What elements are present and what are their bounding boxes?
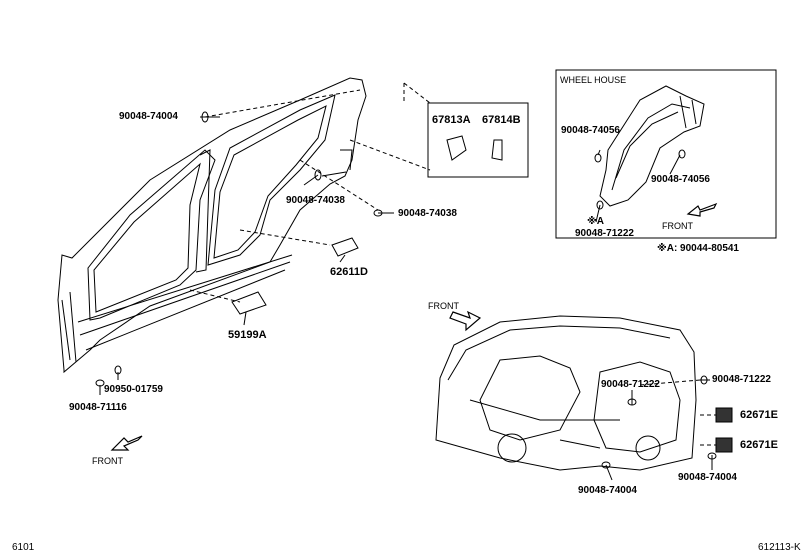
part-label-62611d[interactable]: 62611D: [330, 266, 368, 278]
pad-62671e-b: [715, 437, 733, 453]
part-label-90048-71222-inset[interactable]: 90048-71222: [575, 228, 634, 239]
inset-title: WHEEL HOUSE: [560, 75, 627, 85]
side-panel-drawing: [57, 77, 367, 374]
part-label-59199a[interactable]: 59199A: [228, 329, 267, 341]
part-67813a-shape: [446, 135, 467, 161]
front-arrow-inset-icon: [686, 202, 718, 217]
part-label-90048-74038-b[interactable]: 90048-74038: [398, 208, 457, 219]
part-67814b-shape: [491, 139, 503, 161]
pad-62611d: [331, 237, 359, 257]
part-label-90048-74056-a[interactable]: 90048-74056: [561, 125, 620, 136]
inset-note: ※A: 90044-80541: [657, 243, 739, 254]
footer-left-code: 6101: [12, 542, 35, 553]
part-label-90950-01759[interactable]: 90950-01759: [104, 384, 163, 395]
part-label-62671e-a[interactable]: 62671E: [740, 409, 778, 421]
sub-parts-box: [427, 102, 529, 178]
front-arrow-left-icon: [110, 435, 143, 451]
leader-lines: [99, 116, 713, 481]
front-label-mid: FRONT: [428, 301, 459, 311]
front-label-inset: FRONT: [662, 221, 693, 231]
wheel-house-drawing: [599, 85, 705, 207]
part-label-62671e-b[interactable]: 62671E: [740, 439, 778, 451]
part-label-90048-74004-top[interactable]: 90048-74004: [119, 111, 178, 122]
part-label-90048-71222-mid[interactable]: 90048-71222: [601, 379, 660, 390]
part-label-90048-74056-b[interactable]: 90048-74056: [651, 174, 710, 185]
car-body-drawing: [435, 315, 697, 471]
part-label-90048-74004-bl[interactable]: 90048-74004: [578, 485, 637, 496]
dashed-leaders: [189, 82, 716, 446]
part-label-90048-71222-right[interactable]: 90048-71222: [712, 374, 771, 385]
part-label-90048-74038-a[interactable]: 90048-74038: [286, 195, 345, 206]
front-arrow-mid-icon: [449, 310, 482, 332]
part-label-90048-71116[interactable]: 90048-71116: [69, 402, 127, 413]
part-label-67814b[interactable]: 67814B: [482, 114, 521, 126]
pad-62671e-a: [715, 407, 733, 423]
pad-59199a: [231, 291, 267, 315]
part-label-67813a[interactable]: 67813A: [432, 114, 471, 126]
footer-right-code: 612113-K: [758, 542, 801, 553]
wheel-house-inset-box: [555, 69, 777, 239]
fasteners: [95, 111, 717, 469]
front-label-left: FRONT: [92, 456, 123, 466]
part-label-90048-74004-br[interactable]: 90048-74004: [678, 472, 737, 483]
part-label-a[interactable]: ※A: [587, 216, 604, 227]
